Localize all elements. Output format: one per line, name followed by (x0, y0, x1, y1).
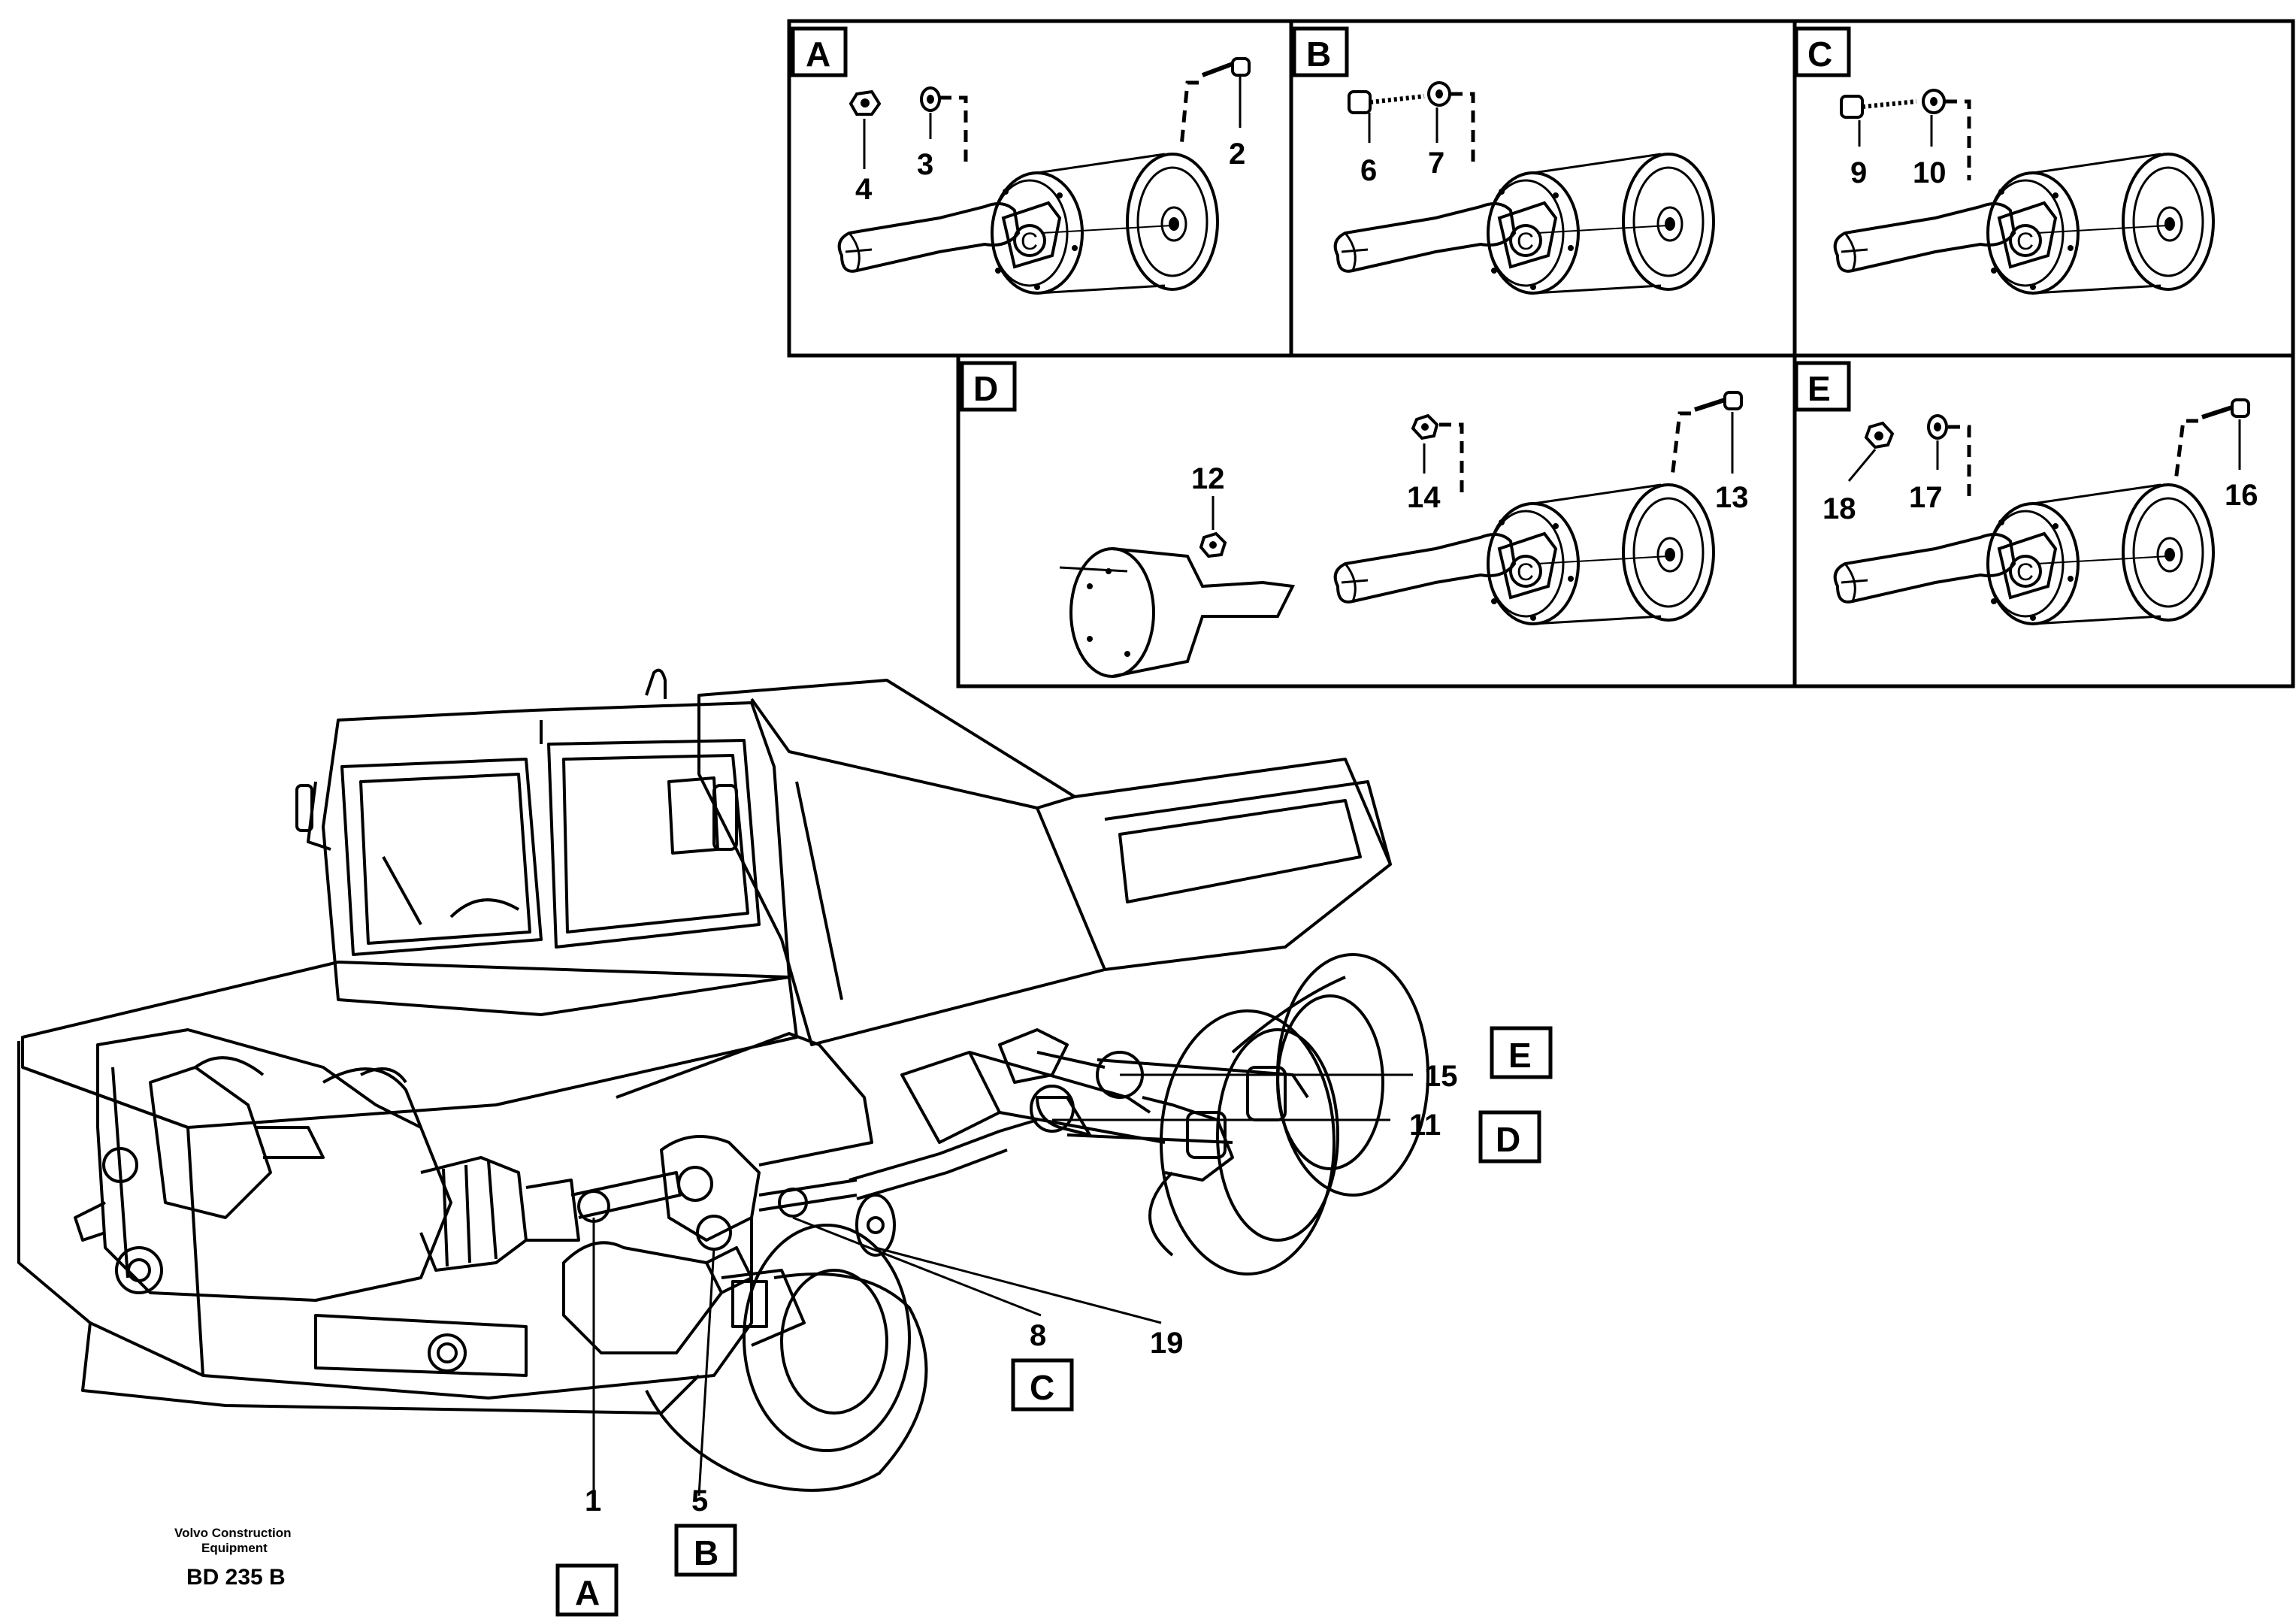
part-number-1: 1 (585, 1484, 601, 1518)
part-number-12: 12 (1191, 462, 1225, 495)
panel-c-label-box (1794, 26, 1851, 77)
panel-a: A 4 3 2 (791, 26, 1251, 295)
part-number-3: 3 (917, 148, 933, 181)
part-number-18: 18 (1823, 492, 1856, 525)
company-name-line1: Volvo Construction (174, 1526, 292, 1540)
callout-box-d (1478, 1110, 1541, 1164)
washer-icon (1922, 89, 1946, 114)
flange-icon (1059, 547, 1296, 678)
part-number-7: 7 (1428, 147, 1444, 180)
part-number-16: 16 (2225, 479, 2258, 512)
panel-frames (787, 19, 2295, 688)
bolt-icon (1201, 57, 1251, 77)
part-number-2: 2 (1229, 138, 1245, 171)
part-number-11: 11 (1409, 1109, 1441, 1142)
callout-box-c-label: C (1030, 1368, 1054, 1407)
washer-icon (1427, 81, 1451, 107)
panel-c-label: C (1807, 35, 1832, 74)
nut-icon (849, 89, 882, 116)
panel-e: E 18 17 16 (1794, 361, 2258, 625)
callout-box-b (674, 1524, 737, 1577)
callouts: 1 5 8 19 11 15 A B C D E (555, 1026, 1553, 1617)
panel-a-label-box (791, 26, 848, 77)
nut-icon (1411, 413, 1439, 440)
washer-icon (920, 86, 941, 112)
panel-d: D 12 14 13 (960, 361, 1749, 678)
nut-icon (1864, 421, 1895, 449)
callout-box-b-label: B (694, 1533, 718, 1572)
part-number-8: 8 (1030, 1319, 1046, 1352)
part-number-19: 19 (1150, 1327, 1184, 1360)
company-name-line2: Equipment (201, 1541, 268, 1555)
part-number-17: 17 (1909, 481, 1943, 514)
panel-d-label: D (973, 369, 998, 408)
bolt-icon (2201, 398, 2250, 419)
part-number-5: 5 (691, 1484, 708, 1518)
callout-box-e (1490, 1026, 1553, 1079)
nut-icon (1199, 531, 1227, 558)
panel-e-label: E (1807, 369, 1831, 408)
drawing-code: BD 235 B (186, 1565, 286, 1590)
callout-box-a-label: A (575, 1573, 600, 1612)
part-number-13: 13 (1715, 481, 1749, 514)
bolt-icon (1694, 391, 1743, 412)
panel-a-label: A (806, 35, 830, 74)
part-number-10: 10 (1913, 156, 1947, 189)
callout-box-d-label: D (1496, 1120, 1520, 1159)
screw-icon (1840, 95, 1917, 119)
panel-b-label: B (1306, 35, 1331, 74)
callout-box-a (555, 1563, 619, 1617)
washer-icon (1927, 414, 1948, 440)
callout-box-c (1011, 1358, 1074, 1412)
callout-box-e-label: E (1508, 1036, 1532, 1075)
part-number-6: 6 (1360, 154, 1377, 187)
part-number-15: 15 (1424, 1060, 1458, 1093)
hauler-illustration (17, 668, 1429, 1492)
screw-icon (1348, 90, 1425, 114)
part-number-14: 14 (1407, 481, 1441, 514)
part-number-4: 4 (855, 173, 873, 206)
footer: Volvo Construction Equipment BD 235 B (174, 1526, 292, 1590)
panel-b-label-box (1292, 26, 1349, 77)
panel-b: B 6 7 (1292, 26, 1715, 295)
leader-lines (592, 1073, 1413, 1496)
panel-d-label-box (960, 361, 1017, 412)
panel-c: C 9 10 (1794, 26, 2215, 295)
panel-e-label-box (1794, 361, 1851, 412)
part-number-9: 9 (1850, 156, 1867, 189)
